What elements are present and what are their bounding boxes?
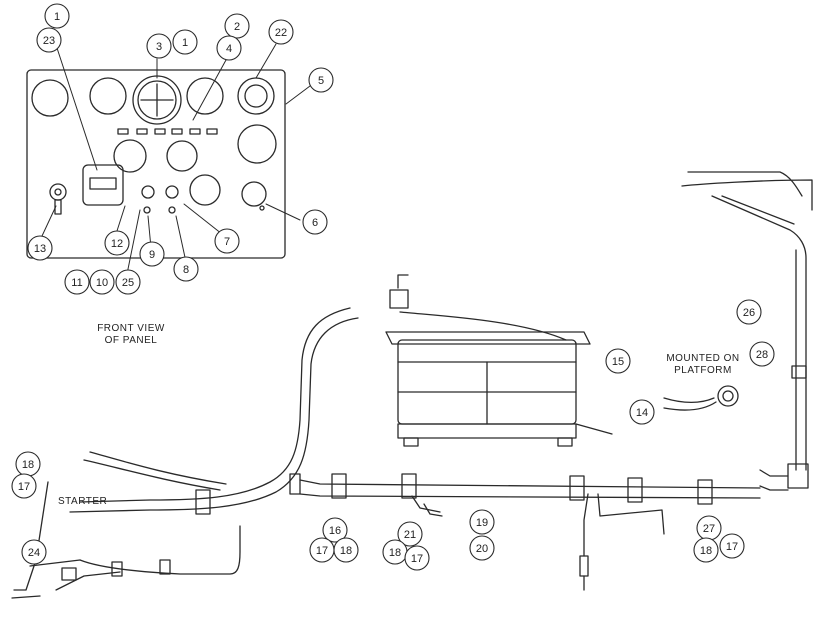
callout-circle-26 bbox=[736, 299, 762, 325]
callout-circle-5 bbox=[308, 67, 334, 93]
callout-number-16: 16 bbox=[329, 525, 341, 537]
callout-number-1: 1 bbox=[54, 11, 60, 23]
callout-number-20: 20 bbox=[476, 543, 488, 555]
callout-number-15: 15 bbox=[612, 356, 624, 368]
battery-box bbox=[385, 274, 613, 447]
callout-number-21: 21 bbox=[404, 529, 416, 541]
callout-number-13: 13 bbox=[34, 243, 46, 255]
mounted-on-platform-label: MOUNTED ON PLATFORM bbox=[658, 353, 748, 377]
callout-circle-9 bbox=[139, 241, 165, 267]
callout-number-18: 18 bbox=[340, 545, 352, 557]
starter-label: STARTER bbox=[58, 496, 108, 507]
callout-number-28: 28 bbox=[756, 349, 768, 361]
callout-circle-25 bbox=[115, 269, 141, 295]
callout-number-3: 3 bbox=[156, 41, 162, 53]
callout-number-19: 19 bbox=[476, 517, 488, 529]
callout-circle-6 bbox=[302, 209, 328, 235]
callout-number-11: 11 bbox=[71, 277, 82, 289]
callout-circle-15 bbox=[605, 348, 631, 374]
callout-number-8: 8 bbox=[183, 264, 189, 276]
callout-circle-14 bbox=[629, 399, 655, 425]
callout-number-18: 18 bbox=[22, 459, 34, 471]
callout-number-24: 24 bbox=[28, 547, 40, 559]
callout-number-9: 9 bbox=[149, 249, 155, 261]
callout-circle-3 bbox=[146, 33, 172, 59]
callout-circle-17 bbox=[719, 533, 745, 559]
callout-number-27: 27 bbox=[703, 523, 715, 535]
callout-circle-17 bbox=[404, 545, 430, 571]
callout-circle-1 bbox=[44, 3, 70, 29]
callout-number-5: 5 bbox=[318, 75, 324, 87]
panel-leaders bbox=[41, 43, 311, 275]
callout-circle-4 bbox=[216, 35, 242, 61]
callout-circle-28 bbox=[749, 341, 775, 367]
callout-number-14: 14 bbox=[636, 407, 648, 419]
callout-number-17: 17 bbox=[726, 541, 738, 553]
callout-circles bbox=[11, 3, 775, 571]
callout-number-26: 26 bbox=[743, 307, 755, 319]
callout-circle-7 bbox=[214, 228, 240, 254]
callout-number-10: 10 bbox=[96, 277, 108, 289]
callout-number-2: 2 bbox=[234, 21, 240, 33]
callout-circle-22 bbox=[268, 19, 294, 45]
callout-circle-11 bbox=[64, 269, 90, 295]
callout-number-17: 17 bbox=[316, 545, 328, 557]
front-view-label: FRONT VIEW OF PANEL bbox=[86, 323, 176, 347]
callout-number-6: 6 bbox=[312, 217, 318, 229]
front-view-line1: FRONT VIEW bbox=[97, 323, 165, 334]
platform-frame bbox=[663, 171, 813, 491]
callout-number-4: 4 bbox=[226, 43, 232, 55]
callout-circle-19 bbox=[469, 509, 495, 535]
callout-circle-21 bbox=[397, 521, 423, 547]
callout-circle-16 bbox=[322, 517, 348, 543]
callout-number-18: 18 bbox=[700, 545, 712, 557]
callout-circle-23 bbox=[36, 27, 62, 53]
callout-circle-17 bbox=[11, 473, 37, 499]
callout-circle-18 bbox=[333, 537, 359, 563]
instrument-panel bbox=[26, 69, 286, 259]
callout-circle-8 bbox=[173, 256, 199, 282]
callout-circle-20 bbox=[469, 535, 495, 561]
callout-circle-12 bbox=[104, 230, 130, 256]
callout-number-25: 25 bbox=[122, 277, 134, 289]
callout-number-22: 22 bbox=[275, 27, 287, 39]
callout-number-1: 1 bbox=[182, 37, 188, 49]
cable-harness bbox=[11, 307, 761, 599]
callout-circle-24 bbox=[21, 539, 47, 565]
callout-number-23: 23 bbox=[43, 35, 55, 47]
callout-circle-2 bbox=[224, 13, 250, 39]
mounted-line1: MOUNTED ON bbox=[666, 353, 740, 364]
callout-number-7: 7 bbox=[224, 236, 230, 248]
callout-circle-10 bbox=[89, 269, 115, 295]
front-view-line2: OF PANEL bbox=[104, 335, 158, 346]
callout-circle-13 bbox=[27, 235, 53, 261]
callout-circle-1 bbox=[172, 29, 198, 55]
callout-number-17: 17 bbox=[18, 481, 30, 493]
callout-number-12: 12 bbox=[111, 238, 123, 250]
callout-circle-18 bbox=[693, 537, 719, 563]
callout-number-18: 18 bbox=[389, 547, 401, 559]
mounted-line2: PLATFORM bbox=[674, 365, 732, 376]
callout-number-17: 17 bbox=[411, 553, 423, 565]
